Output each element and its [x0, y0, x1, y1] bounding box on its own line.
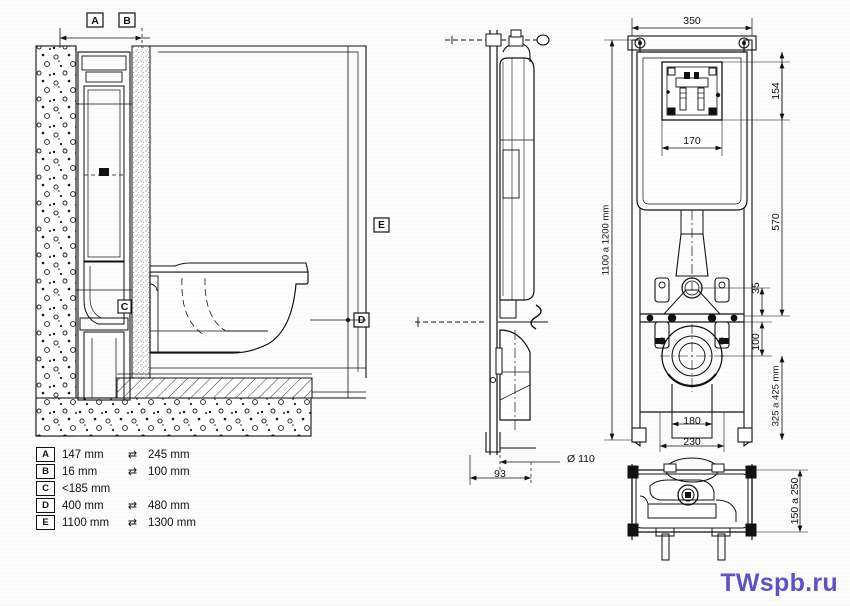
- range-arrow-icon: ⇄: [127, 466, 137, 478]
- callout-c: C: [121, 301, 129, 313]
- range-arrow-icon: ⇄: [127, 500, 137, 512]
- dim-230: 230: [683, 436, 701, 448]
- legend-row: D 400 mm ⇄ 480 mm: [36, 497, 236, 514]
- legend-max-b: 100 mm: [148, 465, 190, 478]
- dim-depth: 150 a 250: [789, 477, 801, 524]
- legend-min-c: <185 mm: [62, 482, 111, 495]
- dim-100: 100: [750, 333, 762, 351]
- dim-total-height: 1100 a 1200 mm: [601, 205, 612, 276]
- dim-35: 35: [750, 282, 762, 294]
- dim-opening-height: 154: [770, 82, 782, 100]
- callout-e: E: [378, 219, 385, 231]
- range-arrow-icon: ⇄: [127, 449, 137, 461]
- legend-key-d: D: [36, 498, 55, 513]
- legend-row: B 16 mm ⇄ 100 mm: [36, 463, 236, 480]
- legend-row: C <185 mm: [36, 480, 236, 497]
- dim-outlet-height: 325 a 425 mm: [771, 366, 782, 427]
- dim-opening-width: 170: [683, 135, 701, 147]
- view-wall-section: [35, 12, 390, 437]
- legend-max-e: 1300 mm: [148, 516, 196, 529]
- legend-key-e: E: [36, 515, 55, 530]
- legend-max-d: 480 mm: [148, 499, 190, 512]
- legend-min-d: 400 mm: [62, 499, 104, 512]
- view-side-elevation: [415, 29, 560, 485]
- range-arrow-icon: ⇄: [127, 517, 137, 529]
- dimension-legend: A 147 mm ⇄ 245 mm B 16 mm ⇄ 100 mm C <18…: [36, 446, 236, 531]
- legend-min-e: 1100 mm: [62, 516, 110, 529]
- dim-93: 93: [494, 468, 506, 480]
- view-front-elevation: [604, 18, 790, 452]
- callout-a: A: [91, 15, 99, 27]
- legend-key-a: A: [36, 447, 55, 462]
- legend-min-b: 16 mm: [62, 465, 98, 478]
- site-watermark: TWspb.ru: [720, 569, 838, 597]
- dim-180: 180: [683, 415, 701, 427]
- legend-row: A 147 mm ⇄ 245 mm: [36, 446, 236, 463]
- legend-key-c: C: [36, 481, 55, 496]
- legend-min-a: 147 mm: [62, 448, 104, 461]
- dim-front-width: 350: [683, 15, 701, 27]
- callout-d: D: [358, 314, 366, 326]
- dim-outlet-diameter: Ø 110: [567, 453, 595, 465]
- callout-b: B: [123, 15, 131, 27]
- dim-cistern-height: 570: [770, 213, 782, 231]
- legend-row: E 1100 mm ⇄ 1300 mm: [36, 514, 236, 531]
- legend-max-a: 245 mm: [148, 448, 190, 461]
- legend-key-b: B: [36, 464, 55, 479]
- view-bottom-plan: [627, 457, 808, 561]
